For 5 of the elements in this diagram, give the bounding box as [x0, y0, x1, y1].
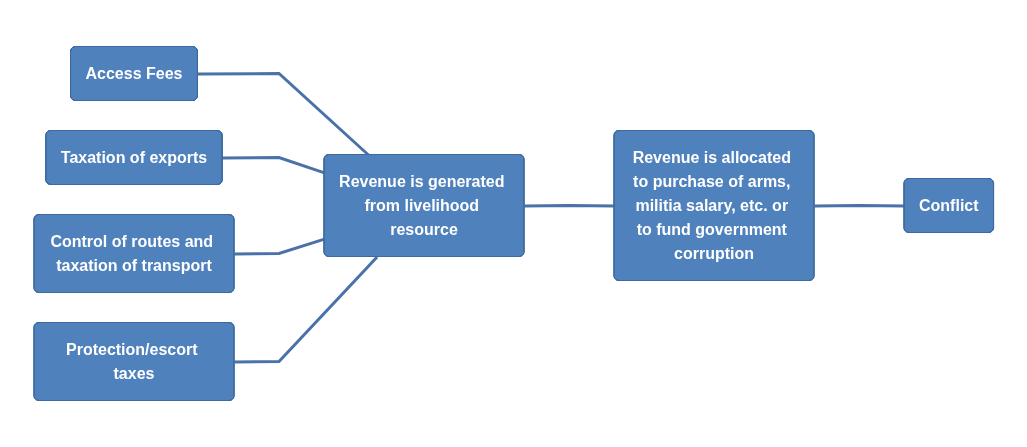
connector [524, 204, 615, 208]
connector [234, 255, 378, 364]
connector [814, 204, 905, 208]
connector [222, 156, 325, 175]
connector [234, 237, 325, 256]
